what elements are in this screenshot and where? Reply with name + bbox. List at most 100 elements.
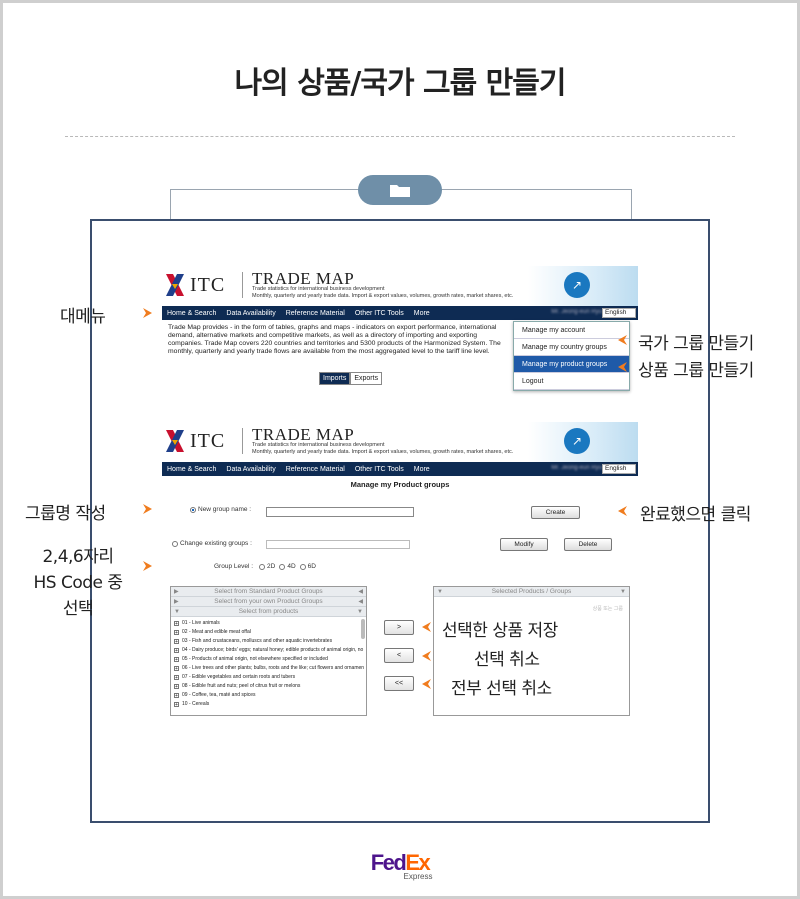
- add-selected-button[interactable]: >: [384, 620, 414, 635]
- itc-brand: ITC: [190, 429, 226, 452]
- page-title: 나의 상품/국가 그룹 만들기: [234, 66, 567, 101]
- annotation-country-group: 국가 그룹 만들기: [638, 334, 754, 354]
- itc-mark-icon: [164, 428, 186, 454]
- change-existing-radio[interactable]: [172, 540, 178, 547]
- annotation-save-selected: 선택한 상품 저장: [442, 621, 558, 641]
- product-label: 02 - Meat and edible meat offal: [182, 629, 251, 635]
- modify-button[interactable]: Modify: [500, 538, 548, 551]
- trade-map-header: ITC TRADE MAP Trade statistics for inter…: [162, 266, 638, 306]
- expand-icon[interactable]: +: [174, 648, 179, 654]
- list-item[interactable]: +01 - Live animals: [171, 619, 366, 628]
- subtitle-line-2: Monthly, quarterly and yearly trade data…: [252, 293, 514, 299]
- standard-groups-header[interactable]: ▶Select from Standard Product Groups◀: [171, 587, 366, 597]
- expand-icon[interactable]: +: [174, 621, 179, 627]
- menu-manage-country-groups[interactable]: Manage my country groups: [514, 339, 629, 356]
- level-6d-radio[interactable]: [299, 563, 306, 570]
- nav-more[interactable]: More: [413, 465, 430, 473]
- header-separator: [242, 272, 243, 298]
- user-name[interactable]: Mr. Jeong-eun Ryu: [551, 309, 602, 315]
- tab-imports[interactable]: Imports: [319, 372, 351, 385]
- tab-exports[interactable]: Exports: [350, 372, 383, 385]
- intro-paragraph: Trade Map provides - in the form of tabl…: [168, 324, 501, 355]
- group-level-row: Group Level : 2D 4D 6D: [214, 563, 316, 570]
- own-groups-header[interactable]: ▶Select from your own Product Groups◀: [171, 597, 366, 607]
- annotation-main-menu: 대메뉴: [60, 307, 106, 327]
- list-item[interactable]: +04 - Dairy produce; birds' eggs; natura…: [171, 646, 366, 655]
- nav-home-search[interactable]: Home & Search: [167, 465, 217, 473]
- expand-icon[interactable]: +: [174, 657, 179, 663]
- products-header[interactable]: ▼Select from products▼: [171, 607, 366, 617]
- expand-icon[interactable]: +: [174, 702, 179, 708]
- expand-icon[interactable]: +: [174, 684, 179, 690]
- annotation-product-group: 상품 그룹 만들기: [638, 361, 754, 381]
- expand-icon[interactable]: +: [174, 630, 179, 636]
- product-list: +01 - Live animals +02 - Meat and edible…: [171, 617, 366, 709]
- list-item[interactable]: +06 - Live trees and other plants; bulbs…: [171, 664, 366, 673]
- new-group-name-input[interactable]: [266, 507, 414, 517]
- nav-more[interactable]: More: [413, 309, 430, 317]
- hs-code-line-1: 2,4,6자리: [42, 547, 114, 567]
- list-item[interactable]: +02 - Meat and edible meat offal: [171, 628, 366, 637]
- nav-data-availability[interactable]: Data Availability: [226, 465, 276, 473]
- expand-icon[interactable]: +: [174, 666, 179, 672]
- trade-map-subtitle: Trade statistics for international busin…: [252, 442, 513, 456]
- annotation-hs-code: 2,4,6자리 HS Code 중 선택: [18, 544, 138, 622]
- subtitle-line-1: Trade statistics for international busin…: [252, 442, 385, 448]
- list-item[interactable]: +03 - Fish and crustaceans, molluscs and…: [171, 637, 366, 646]
- arrow-right-icon: [143, 561, 152, 571]
- language-select[interactable]: English: [602, 308, 636, 318]
- product-label: 08 - Edible fruit and nuts; peel of citr…: [182, 683, 301, 689]
- delete-button[interactable]: Delete: [564, 538, 612, 551]
- nav-data-availability[interactable]: Data Availability: [226, 309, 276, 317]
- existing-groups-select[interactable]: [266, 540, 410, 549]
- list-item[interactable]: +07 - Edible vegetables and certain root…: [171, 673, 366, 682]
- trade-map-title: TRADE MAP: [252, 269, 355, 288]
- itc-brand: ITC: [190, 273, 226, 296]
- product-label: 10 - Cereals: [182, 701, 210, 707]
- user-name[interactable]: Mr. Jeong-eun Ryu: [551, 465, 602, 471]
- create-button[interactable]: Create: [531, 506, 580, 519]
- product-label: 07 - Edible vegetables and certain roots…: [182, 674, 296, 680]
- level-2d-radio[interactable]: [259, 563, 266, 570]
- list-item[interactable]: +09 - Coffee, tea, maté and spices: [171, 691, 366, 700]
- expand-icon[interactable]: +: [174, 693, 179, 699]
- arrow-right-icon: [143, 504, 152, 514]
- remove-all-button[interactable]: <<: [384, 676, 414, 691]
- new-group-radio[interactable]: [190, 506, 196, 513]
- nav-reference-material[interactable]: Reference Material: [285, 465, 345, 473]
- fedex-ex: Ex: [405, 850, 430, 875]
- products-label: Select from products: [238, 608, 299, 615]
- expand-icon[interactable]: +: [174, 639, 179, 645]
- menu-manage-product-groups[interactable]: Manage my product groups: [514, 356, 629, 373]
- list-item[interactable]: +10 - Cereals: [171, 700, 366, 709]
- arrow-left-icon: [618, 335, 627, 345]
- nav-reference-material[interactable]: Reference Material: [285, 309, 345, 317]
- annotation-write-group-name: 그룹명 작성: [25, 504, 106, 524]
- nav-other-itc-tools[interactable]: Other ITC Tools: [354, 465, 404, 473]
- annotation-cancel-all: 전부 선택 취소: [451, 679, 552, 699]
- chart-icon: ↗: [564, 428, 590, 454]
- home-intro-text: Trade Map provides - in the form of tabl…: [162, 320, 512, 360]
- fedex-logo: FedEx Express: [0, 850, 800, 882]
- new-group-label: New group name :: [198, 506, 252, 513]
- arrow-left-icon: [422, 651, 431, 661]
- selected-products-label: Selected Products / Groups: [491, 588, 572, 595]
- selected-products-panel: ▼Selected Products / Groups▼ 상품 또는 그룹: [433, 586, 630, 716]
- language-select[interactable]: English: [602, 464, 636, 474]
- trade-map-home-screenshot: ITC TRADE MAP Trade statistics for inter…: [162, 266, 638, 394]
- arrow-left-icon: [422, 679, 431, 689]
- folder-badge: [358, 175, 442, 205]
- nav-other-itc-tools[interactable]: Other ITC Tools: [354, 309, 404, 317]
- level-4d-radio[interactable]: [279, 563, 286, 570]
- itc-logo: ITC: [164, 428, 225, 454]
- menu-manage-account[interactable]: Manage my account: [514, 322, 629, 339]
- list-item[interactable]: +08 - Edible fruit and nuts; peel of cit…: [171, 682, 366, 691]
- annotation-cancel-selection: 선택 취소: [474, 650, 540, 670]
- product-list-scrollbar[interactable]: [361, 619, 365, 639]
- menu-logout[interactable]: Logout: [514, 373, 629, 390]
- list-item[interactable]: +05 - Products of animal origin, not els…: [171, 655, 366, 664]
- remove-selected-button[interactable]: <: [384, 648, 414, 663]
- expand-icon[interactable]: +: [174, 675, 179, 681]
- nav-home-search[interactable]: Home & Search: [167, 309, 217, 317]
